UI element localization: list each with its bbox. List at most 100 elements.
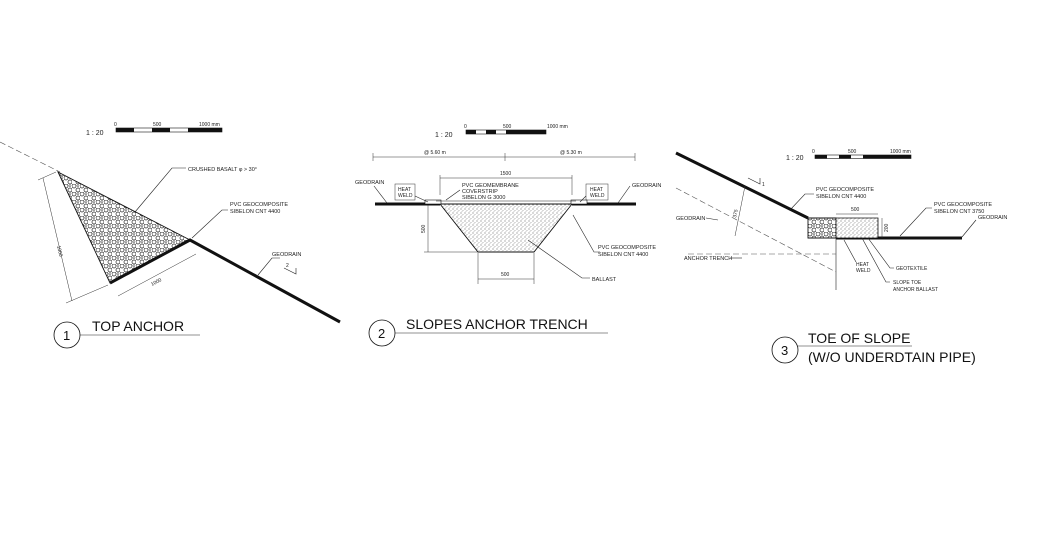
trench-ballast-fill: [439, 203, 573, 253]
dim-base-1: 1000: [150, 277, 163, 288]
label-pvc-geocomposite-3a2: SIBELON CNT 4400: [816, 194, 866, 200]
dim-line-base: [117, 253, 197, 297]
scale-tick-0-1: 0: [114, 122, 117, 128]
dashed-offset-line: [675, 187, 837, 273]
leader-slope-toe: [861, 237, 890, 283]
label-anchor-trench: ANCHOR TRENCH: [684, 256, 732, 262]
scale-ratio-1: 1 : 20: [86, 130, 104, 137]
label-coverstrip-3: SIBELON G 3000: [462, 195, 505, 201]
dim-depth-2: 500: [421, 224, 427, 233]
heat-weld-box-left: [394, 183, 416, 201]
slope-indicator-1: [283, 267, 297, 275]
label-slope-toe-2: ANCHOR BALLAST: [893, 287, 938, 293]
leader-geodrain-3-left: [705, 217, 719, 221]
dim-slope-3: 375: [732, 209, 740, 219]
label-pvc-geocomposite-3b2: SIBELON CNT 3750: [934, 209, 984, 215]
scale-tick-0-3: 0: [812, 149, 815, 155]
label-geodrain-2-left: GEODRAIN: [355, 180, 384, 186]
label-geodrain-3-left: GEODRAIN: [676, 216, 705, 222]
leader-geodrain-2-right: [617, 185, 631, 204]
detail-title-1: TOP ANCHOR: [92, 318, 184, 334]
dim-depth-3: 200: [884, 223, 890, 232]
dim-top-2: 1500: [500, 171, 511, 177]
detail-title-2: SLOPES ANCHOR TRENCH: [406, 316, 588, 332]
detail-number-circle-3: [771, 336, 799, 364]
label-heat-weld-3a: HEAT: [856, 262, 869, 268]
liner-slope: [675, 151, 809, 220]
detail-title-3b: (W/O UNDERDTAIN PIPE): [808, 349, 976, 365]
label-crushed-basalt: CRUSHED BASALT φ > 30°: [188, 167, 257, 173]
label-heat-weld-right-2: WELD: [590, 193, 605, 199]
scale-bar-2: 1 : 20 0 500 1000 mm: [435, 124, 568, 139]
scale-tick-mid-1: 500: [153, 122, 162, 128]
leader-heat-weld-right: [579, 195, 587, 203]
dim-spacing-right: @ 5.30 m: [560, 150, 582, 156]
label-geotextile: GEOTEXTILE: [896, 266, 928, 272]
dim-line-slope: [734, 185, 746, 237]
scale-ratio-3: 1 : 20: [786, 155, 804, 162]
dim-spacing-left: @ 5.60 m: [424, 150, 446, 156]
label-pvc-geocomposite-1a: PVC GEOCOMPOSITE: [230, 202, 288, 208]
detail-title-3a: TOE OF SLOPE: [808, 330, 910, 346]
scale-bar-3: 1 : 20 0 500 1000 mm: [786, 149, 912, 162]
scale-ratio-2: 1 : 20: [435, 132, 453, 139]
label-slope-toe-1: SLOPE TOE: [893, 280, 922, 286]
scale-tick-end-1: 1000 mm: [199, 122, 220, 128]
label-heat-weld-left-1: HEAT: [398, 187, 411, 193]
label-coverstrip-2: COVERSTRIP: [462, 189, 498, 195]
label-geodrain-3-right: GEODRAIN: [978, 215, 1007, 221]
leader-heat-weld-left: [414, 195, 429, 203]
leader-pvc-geocomposite-2: [572, 214, 600, 253]
label-pvc-geocomposite-2a: PVC GEOCOMPOSITE: [598, 245, 656, 251]
label-pvc-geocomposite-3b1: PVC GEOCOMPOSITE: [934, 202, 992, 208]
heat-weld-box-right: [585, 183, 609, 201]
slope-ratio-1: 2: [286, 263, 289, 269]
label-pvc-geocomposite-1b: SIBELON CNT 4400: [230, 209, 280, 215]
leader-pvc-geocomposite-3b: [899, 207, 932, 237]
dim-side-1: 1000: [55, 245, 63, 257]
liner-geocomposite: [109, 238, 341, 324]
scale-tick-end-3: 1000 mm: [890, 149, 911, 155]
label-heat-weld-left-2: WELD: [398, 193, 413, 199]
detail-slopes-anchor-trench: 1 : 20 0 500 1000 mm @ 5.60 m @ 5.30 m 1…: [355, 124, 661, 347]
leader-geotextile: [867, 237, 894, 269]
slope-ratio-3: 1: [762, 182, 765, 188]
toe-ballast-fill: [835, 217, 879, 239]
leader-coverstrip: [445, 189, 461, 201]
existing-ground-line: [0, 141, 61, 173]
detail-number-2: 2: [378, 326, 385, 341]
label-pvc-geocomposite-3a1: PVC GEOCOMPOSITE: [816, 187, 874, 193]
scale-tick-mid-3: 500: [848, 149, 857, 155]
leader-geodrain-3-right: [961, 219, 977, 238]
detail-top-anchor: 1 : 20 0 500 1000 mm 1000 1000 CRUSHED B…: [0, 122, 341, 349]
dim-top-3: 500: [851, 207, 860, 213]
label-geodrain-2-right: GEODRAIN: [632, 183, 661, 189]
toe-block-gravel: [807, 217, 837, 239]
leader-crushed-basalt: [134, 167, 186, 213]
crushed-basalt-fill: [57, 170, 191, 284]
scale-tick-0-2: 0: [464, 124, 467, 130]
leader-ballast: [527, 239, 590, 279]
label-geodrain-1: GEODRAIN: [272, 252, 301, 258]
detail-number-3: 3: [781, 343, 788, 358]
scale-tick-end-2: 1000 mm: [547, 124, 568, 130]
label-ballast: BALLAST: [592, 277, 617, 283]
dim-line-side: [42, 177, 73, 302]
leader-geodrain-1: [257, 257, 280, 276]
label-heat-weld-right-1: HEAT: [590, 187, 603, 193]
dim-bottom-2: 500: [501, 272, 510, 278]
leader-pvc-geocomposite-3a: [789, 193, 814, 211]
slope-indicator-3: [747, 177, 761, 185]
label-pvc-geocomposite-2b: SIBELON CNT 4400: [598, 252, 648, 258]
scale-bar-1: 1 : 20 0 500 1000 mm: [86, 122, 223, 137]
detail-toe-of-slope: 1 : 20 0 500 1000 mm 375 1 PVC GEOCOMPOS…: [675, 149, 1007, 365]
leader-heat-weld-3: [843, 239, 857, 263]
label-coverstrip-1: PVC GEOMEMBRANE: [462, 183, 519, 189]
label-heat-weld-3b: WELD: [856, 268, 871, 274]
coverstrip-left: [424, 199, 442, 205]
scale-tick-mid-2: 500: [503, 124, 512, 130]
leader-geodrain-2-left: [373, 185, 388, 204]
detail-number-1: 1: [63, 328, 70, 343]
leader-pvc-geocomposite-1: [191, 209, 228, 239]
